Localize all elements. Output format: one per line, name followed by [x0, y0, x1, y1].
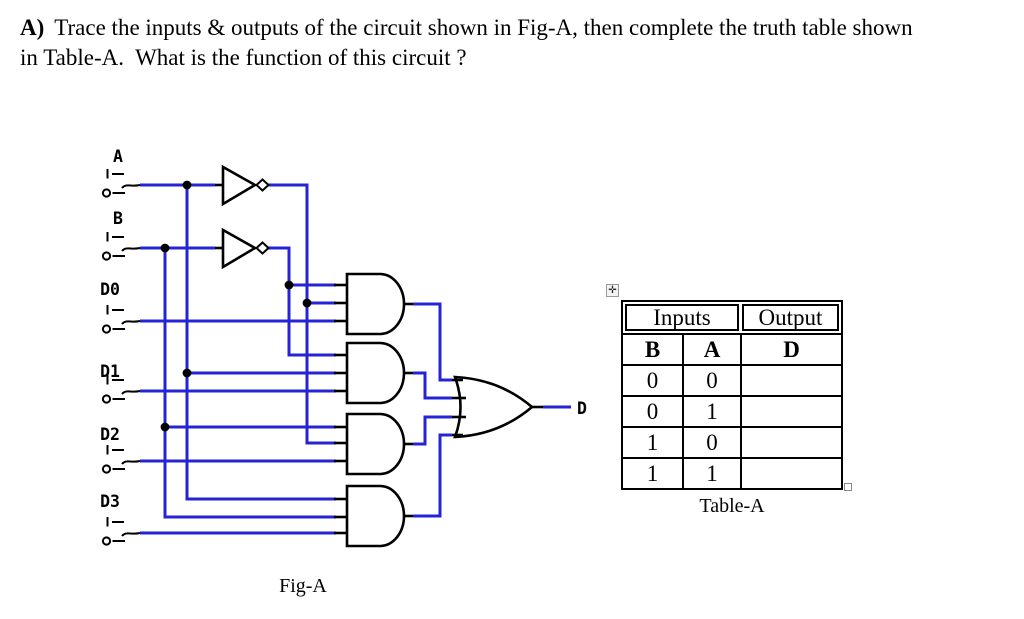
label-output-d: D — [577, 399, 587, 418]
and-gate-4 — [334, 484, 413, 548]
cell-a-row3: 0 — [682, 428, 740, 457]
and-gate-3 — [334, 412, 413, 476]
not-a-bubble-icon — [255, 178, 270, 192]
column-a: A — [682, 335, 740, 364]
table-row: 0 1 — [623, 395, 841, 426]
wire-b-bus — [163, 248, 336, 519]
question-text: A) Trace the inputs & outputs of the circ… — [20, 13, 1012, 73]
and-gate-1 — [334, 272, 413, 336]
junction-a-mid — [182, 368, 192, 378]
question-line1: Trace the inputs & outputs of the circui… — [54, 15, 913, 40]
table-row: 1 0 — [623, 426, 841, 457]
label-input-d0: D0 — [100, 280, 120, 299]
question-number: A) — [20, 15, 45, 40]
table-move-icon: ✛ — [608, 284, 617, 296]
wire-and3-to-or — [413, 415, 452, 446]
header-output: Output — [742, 304, 839, 331]
table-resize-handle[interactable] — [844, 483, 852, 491]
input-switch-d1 — [101, 375, 141, 404]
not-b-bubble-icon — [255, 241, 270, 255]
table-row: 1 1 — [623, 457, 841, 488]
input-switch-d3 — [101, 517, 141, 546]
column-b: B — [644, 336, 661, 362]
junction-not-a — [302, 298, 312, 308]
not-gate-a — [215, 164, 270, 207]
wire-a-bus — [185, 185, 336, 501]
table-caption: Table-A — [699, 495, 765, 517]
or-gate — [452, 375, 543, 439]
junction-b-top — [160, 243, 170, 253]
figure-caption: Fig-A — [279, 575, 327, 597]
junction-a-top — [182, 180, 192, 190]
label-input-d3: D3 — [100, 492, 120, 511]
wire-not-b-bus — [267, 246, 336, 357]
input-switch-a — [101, 169, 141, 198]
question-line2: in Table-A. What is the function of this… — [20, 45, 467, 70]
cell-a-row2: 1 — [682, 397, 740, 426]
cell-a-row1: 0 — [682, 366, 740, 395]
junction-b-mid — [160, 422, 170, 432]
cell-b-row3: 1 — [646, 429, 659, 455]
gate-layer — [215, 164, 543, 548]
answer-cell-d-row3[interactable] — [740, 428, 841, 457]
table-move-handle[interactable]: ✛ — [606, 284, 619, 297]
input-switch-b — [101, 232, 141, 261]
signal-labels: A B D0 D1 D2 D3 D — [100, 147, 587, 511]
column-d: D — [740, 335, 841, 364]
not-gate-b — [215, 227, 270, 270]
junction-not-b — [284, 280, 294, 290]
wire-and1-to-or — [413, 302, 452, 382]
wire-not-a-bus — [267, 183, 336, 445]
input-switch-d2 — [101, 445, 141, 474]
wire-layer — [140, 183, 571, 535]
wire-and4-to-or — [413, 433, 452, 518]
label-input-d1: D1 — [100, 362, 120, 381]
table-row: 0 0 — [623, 364, 841, 395]
truth-table-header-row: Inputs Output — [623, 302, 841, 333]
cell-b-row2: 0 — [646, 398, 659, 424]
and-gate-2 — [334, 341, 413, 405]
answer-cell-d-row2[interactable] — [740, 397, 841, 426]
label-input-d2: D2 — [100, 425, 120, 444]
wire-and2-to-or — [413, 371, 452, 400]
truth-table: Inputs Output B A D 0 0 0 1 1 0 1 1 — [621, 300, 843, 490]
input-switches — [101, 169, 141, 546]
answer-cell-d-row1[interactable] — [740, 366, 841, 395]
cell-b-row1: 0 — [646, 367, 659, 393]
junction-dots — [160, 180, 312, 432]
cell-a-row4: 1 — [682, 459, 740, 488]
input-switch-d0 — [101, 305, 141, 334]
answer-cell-d-row4[interactable] — [740, 459, 841, 488]
truth-table-column-row: B A D — [623, 333, 841, 364]
label-input-a: A — [113, 147, 123, 166]
cell-b-row4: 1 — [646, 460, 659, 486]
label-input-b: B — [113, 209, 123, 228]
header-inputs: Inputs — [625, 304, 739, 331]
